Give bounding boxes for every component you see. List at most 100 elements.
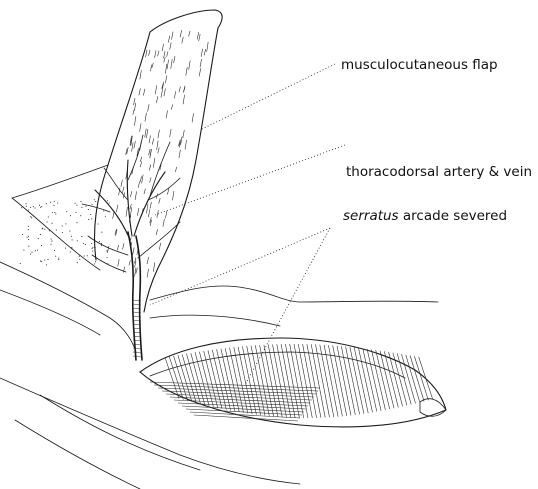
hatch-stroke	[134, 103, 136, 111]
hatch-stroke	[182, 354, 196, 402]
stipple-dot	[26, 206, 27, 207]
stipple-dot	[76, 222, 77, 223]
hatch-stroke	[140, 161, 142, 167]
leader-line-serratus-a	[150, 228, 330, 305]
hatch-stroke	[201, 49, 203, 57]
hatch-stroke	[251, 346, 265, 416]
hatch-stroke	[133, 352, 141, 353]
stipple-dot	[54, 212, 55, 213]
stipple-dot	[38, 238, 39, 239]
hatch-stroke	[172, 32, 174, 40]
hatch-stroke	[129, 260, 131, 265]
hatch-stroke	[159, 243, 161, 250]
stipple-dot	[42, 228, 43, 229]
hatch-stroke	[122, 187, 124, 193]
stipple-dot	[91, 243, 92, 244]
stipple-dot	[77, 262, 78, 263]
stipple-dot	[49, 230, 50, 231]
stipple-dot	[98, 223, 99, 224]
stipple-dot	[52, 223, 53, 224]
stipple-dot	[28, 226, 29, 227]
hatch-stroke	[174, 91, 176, 98]
stipple-dot	[51, 244, 52, 245]
hatch-stroke	[152, 63, 154, 68]
hatch-stroke	[140, 157, 142, 162]
hatch-stroke	[183, 95, 185, 104]
hatch-stroke	[150, 177, 152, 182]
stipple-dot	[75, 212, 76, 213]
stipple-dot	[40, 234, 41, 235]
stipple-dot	[65, 223, 66, 224]
hatch-stroke	[402, 354, 416, 403]
hatch-stroke	[130, 207, 132, 217]
hatch-stroke	[350, 347, 364, 414]
stipple-dot	[95, 261, 96, 262]
hatch-stroke	[170, 42, 172, 49]
hatch-stroke	[150, 65, 152, 72]
hatch-stroke	[179, 150, 181, 158]
hatch-stroke	[181, 137, 183, 146]
stipple-dot	[58, 259, 59, 260]
hatch-stroke	[311, 344, 325, 417]
hatch-stroke	[182, 37, 184, 43]
hatch-stroke	[268, 345, 282, 418]
stipple-dot	[35, 207, 36, 208]
hatch-stroke	[371, 350, 385, 410]
hatch-stroke	[133, 247, 135, 254]
hatch-stroke	[134, 268, 136, 277]
stipple-dot	[23, 250, 24, 251]
hatch-stroke	[138, 181, 140, 187]
hatch-stroke	[170, 397, 310, 403]
stipple-dot	[80, 215, 81, 216]
stipple-dot	[55, 256, 56, 257]
stipple-dot	[65, 248, 66, 249]
hatch-stroke	[165, 64, 167, 74]
hatch-stroke	[143, 89, 145, 96]
hatch-stroke	[204, 49, 206, 55]
stipple-dot	[40, 261, 41, 262]
stipple-dot	[28, 246, 29, 247]
hatch-stroke	[191, 353, 205, 405]
stipple-dot	[50, 202, 51, 203]
stipple-dot	[28, 239, 29, 240]
stipple-dot	[79, 256, 80, 257]
hatch-stroke	[185, 140, 187, 149]
hatch-stroke	[341, 346, 355, 415]
hatch-stroke	[167, 60, 169, 69]
stipple-dot	[105, 216, 106, 217]
stipple-dot	[52, 212, 53, 213]
stipple-dot	[109, 202, 110, 203]
leader-line-serratus-b	[245, 228, 330, 385]
hatch-stroke	[121, 180, 123, 187]
leader-line-flap	[200, 64, 335, 130]
hatch-stroke	[273, 344, 287, 417]
stipple-dot	[35, 250, 36, 251]
hatch-stroke	[172, 191, 174, 200]
stipple-dot	[106, 250, 107, 251]
stipple-dot	[46, 264, 47, 265]
hatch-stroke	[165, 211, 167, 218]
hatch-stroke	[116, 205, 118, 212]
hatch-stroke	[132, 143, 134, 152]
hatch-stroke	[140, 70, 142, 79]
stipple-dot	[51, 239, 52, 240]
hatch-stroke	[354, 347, 368, 413]
hatch-stroke	[197, 32, 199, 39]
stipple-dot	[57, 202, 58, 203]
hatch-stroke	[178, 403, 306, 409]
hatch-stroke	[190, 412, 300, 418]
stipple-dot	[55, 213, 56, 214]
hatch-stroke	[384, 351, 398, 407]
stipple-dot	[54, 201, 55, 202]
hatch-stroke	[140, 123, 142, 131]
stipple-dot	[83, 243, 84, 244]
hatch-stroke	[144, 189, 146, 194]
hatch-stroke	[167, 188, 169, 194]
hatch-stroke	[165, 75, 167, 83]
hatch-stroke	[150, 202, 152, 208]
hatch-stroke	[145, 113, 147, 122]
stipple-dot	[95, 247, 96, 248]
hatch-stroke	[157, 140, 159, 149]
hatch-stroke	[134, 141, 136, 148]
stipple-dot	[70, 251, 71, 252]
